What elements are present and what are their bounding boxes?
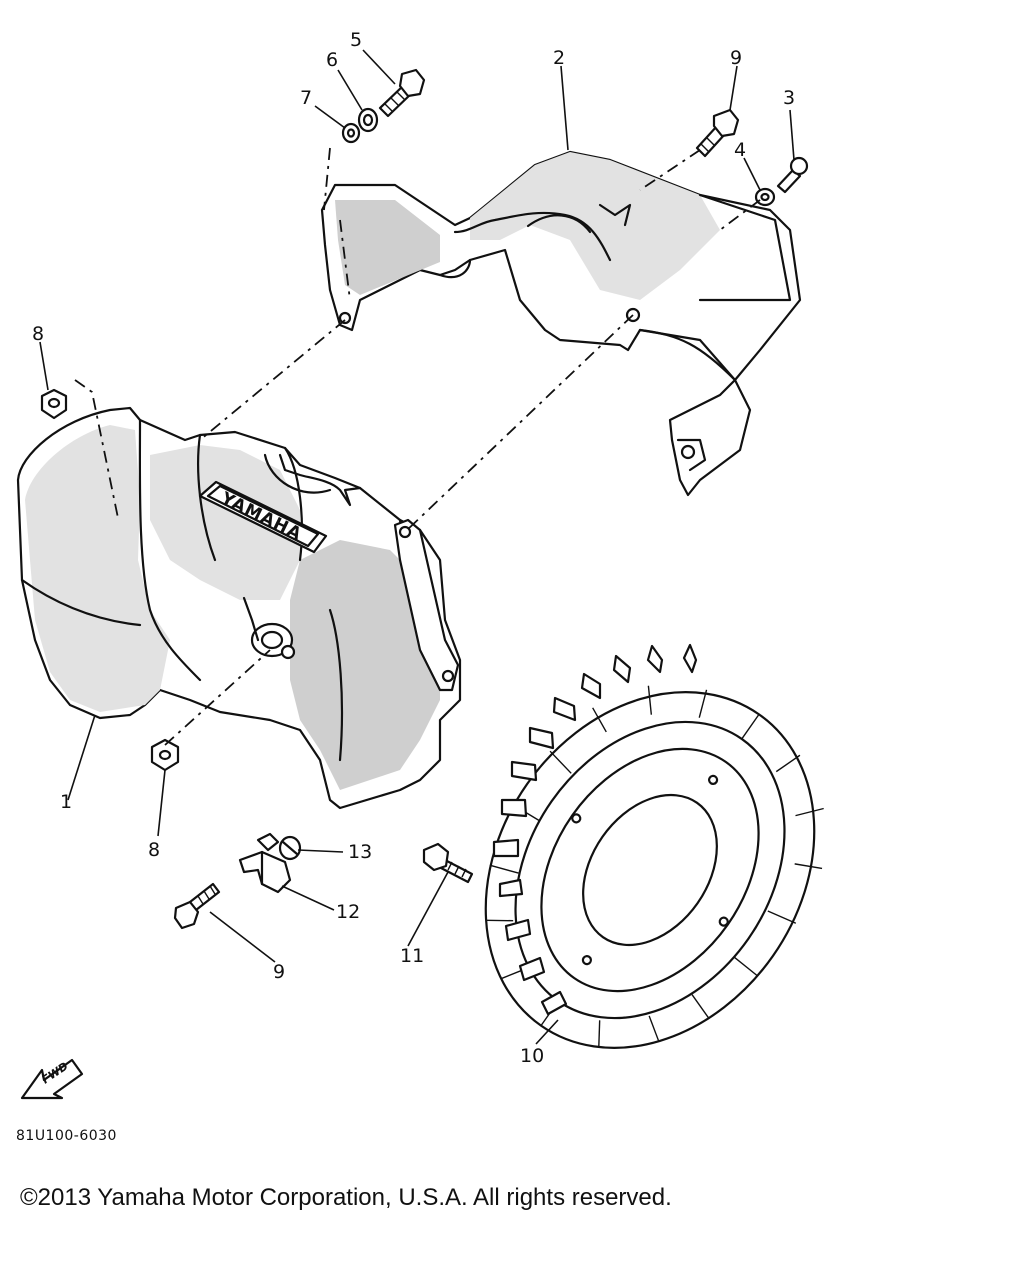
callout-5: 5 (350, 29, 362, 51)
callout-11: 11 (400, 945, 424, 967)
callout-13: 13 (348, 841, 372, 863)
clamp-part-12 (238, 832, 292, 894)
callout-12: 12 (336, 901, 360, 923)
callout-2: 2 (553, 47, 565, 69)
flywheel-part-10 (484, 643, 824, 1049)
callout-10: 10 (520, 1045, 544, 1067)
screw-part-3 (776, 156, 809, 194)
nut-part-8-bottom (150, 738, 180, 772)
bolt-part-9-top (695, 108, 740, 158)
copyright-notice: ©2013 Yamaha Motor Corporation, U.S.A. A… (20, 1184, 672, 1211)
callout-labels: 5 6 7 2 9 3 4 8 1 8 13 12 9 11 10 (32, 29, 795, 1067)
callout-8-top: 8 (32, 323, 44, 345)
bolt-part-11 (422, 842, 474, 884)
washer-part-4 (754, 187, 776, 207)
main-cover-part-1: YAMAHA (16, 406, 462, 810)
callout-9-bottom: 9 (273, 961, 285, 983)
upper-shroud-part-2 (320, 150, 802, 497)
leader-lines (39, 49, 795, 1045)
assembly-lines (74, 147, 761, 746)
callout-9-top: 9 (730, 47, 742, 69)
lock-washer-part-6 (357, 107, 379, 133)
washer-part-7 (341, 122, 361, 144)
grommet-part-13 (278, 835, 302, 861)
callout-8-bottom: 8 (148, 839, 160, 861)
callout-1: 1 (60, 791, 72, 813)
diagram-code: 81U100-6030 (16, 1128, 117, 1144)
bolt-part-5 (378, 68, 426, 118)
callout-6: 6 (326, 49, 338, 71)
callout-3: 3 (783, 87, 795, 109)
nut-part-8-top (40, 388, 68, 420)
bolt-part-9-bottom (173, 882, 221, 930)
callout-7: 7 (300, 87, 312, 109)
callout-4: 4 (734, 139, 746, 161)
forward-arrow-icon: FWD (20, 1058, 84, 1100)
